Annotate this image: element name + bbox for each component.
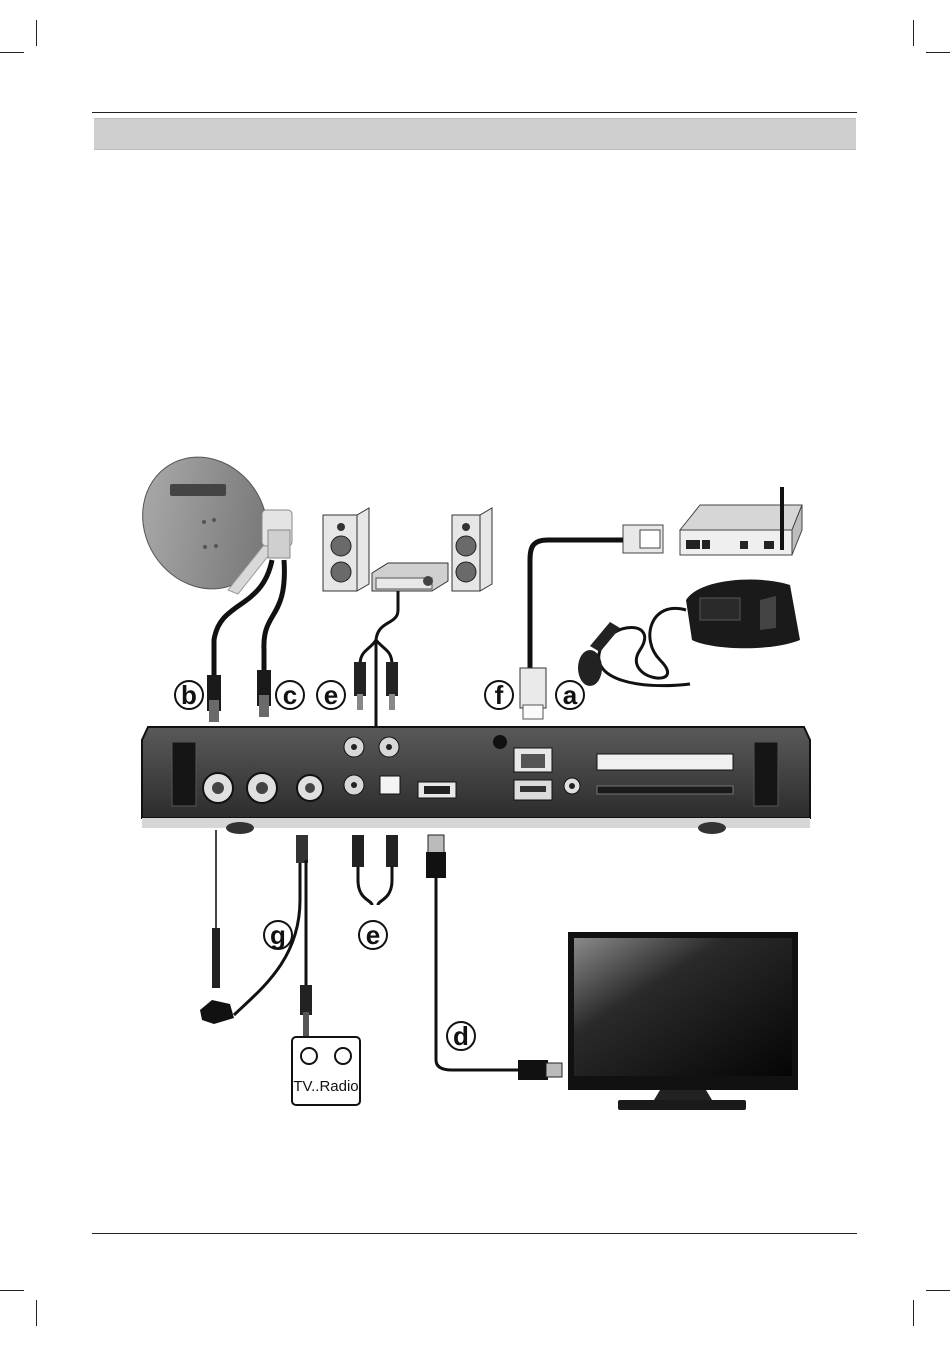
label-f: f <box>485 680 513 710</box>
satellite-dish-icon <box>118 434 292 613</box>
antenna-icon <box>200 830 234 1024</box>
label-c: c <box>276 680 304 710</box>
svg-text:f: f <box>495 680 504 710</box>
router-icon <box>680 487 802 555</box>
amplifier-icon <box>372 563 448 591</box>
wall-socket-icon: TV..Radio <box>292 1037 360 1105</box>
svg-text:e: e <box>324 680 338 710</box>
svg-text:g: g <box>270 920 286 950</box>
svg-text:b: b <box>181 680 197 710</box>
label-g: g <box>264 920 292 950</box>
label-a: a <box>556 680 584 710</box>
receiver-icon <box>142 727 810 834</box>
speaker-icon <box>452 508 492 591</box>
label-e-bottom: e <box>359 920 387 950</box>
speaker-icon <box>323 508 369 591</box>
power-adapter-icon <box>578 580 800 686</box>
tv-icon <box>568 932 798 1110</box>
label-d: d <box>447 1021 475 1051</box>
label-b: b <box>175 680 203 710</box>
svg-text:c: c <box>283 680 297 710</box>
svg-text:d: d <box>453 1021 469 1051</box>
wall-socket-label: TV..Radio <box>293 1078 358 1095</box>
label-e-top: e <box>317 680 345 710</box>
svg-text:a: a <box>563 680 578 710</box>
svg-text:e: e <box>366 920 380 950</box>
